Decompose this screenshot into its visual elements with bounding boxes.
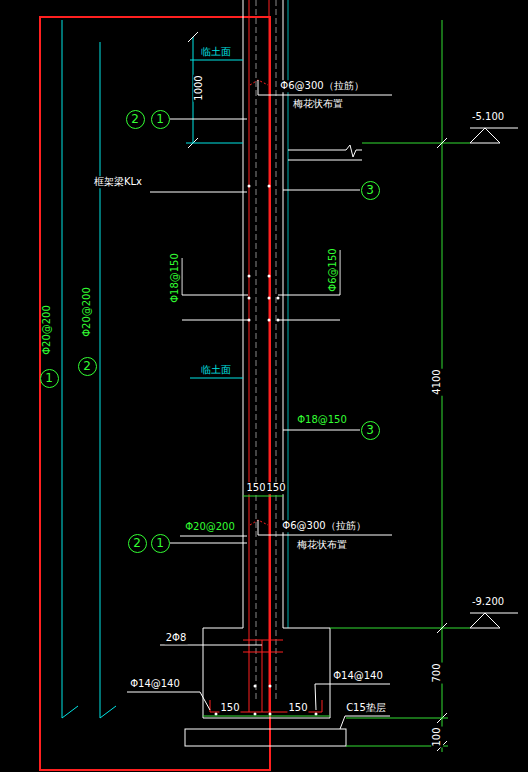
callout-circle: 1	[151, 110, 170, 129]
annotation-text: C15垫层	[345, 702, 387, 714]
callout-number: 2	[133, 537, 141, 549]
annotation-text: 150	[287, 702, 308, 714]
callout-number: 1	[45, 372, 53, 384]
annotation-text: Φ14@140	[129, 678, 181, 690]
annotation-text: Φ14@140	[332, 670, 384, 682]
dimension-text: Φ20@200	[41, 304, 53, 356]
callout-circle: 1	[151, 534, 170, 553]
callout-number: 2	[131, 113, 139, 125]
dimension-text: Φ20@200	[81, 286, 93, 338]
callout-number: 1	[156, 537, 164, 549]
annotation-text: Φ6@300（拉筋）	[281, 520, 366, 532]
dimension-text: 100	[431, 726, 443, 747]
callout-number: 2	[83, 360, 91, 372]
annotation-text: 150	[245, 482, 266, 494]
annotation-text: 2Φ8	[165, 632, 188, 644]
callout-number: 1	[156, 113, 164, 125]
annotation-text: -5.100	[471, 111, 505, 123]
annotation-text: Φ6@300（拉筋）	[279, 80, 364, 92]
callout-number: 3	[366, 184, 374, 196]
dimension-text: 700	[431, 662, 443, 683]
annotation-text: 临土面	[200, 364, 232, 376]
annotation-text: -9.200	[471, 596, 505, 608]
callout-circle: 3	[361, 421, 380, 440]
annotation-text: Φ20@200	[184, 521, 236, 533]
dimension-text: 1000	[193, 74, 205, 101]
callout-circle: 2	[78, 357, 97, 376]
annotation-text: 150	[265, 482, 286, 494]
annotation-text: 梅花状布置	[292, 98, 344, 110]
callout-circle: 1	[40, 369, 59, 388]
dimension-text: 4100	[431, 368, 443, 395]
callout-number: 3	[366, 424, 374, 436]
annotation-text: 150	[219, 702, 240, 714]
callout-circle: 3	[361, 181, 380, 200]
annotation-text: Φ18@150	[296, 414, 348, 426]
annotation-text: 临土面	[200, 46, 232, 58]
callout-circle: 2	[128, 534, 147, 553]
callout-circle: 2	[126, 110, 145, 129]
dimension-text: Φ6@150	[327, 247, 339, 292]
dimension-text: Φ18@150	[169, 252, 181, 304]
annotation-text: 框架梁KLx	[93, 176, 143, 188]
annotation-text: 梅花状布置	[296, 539, 348, 551]
